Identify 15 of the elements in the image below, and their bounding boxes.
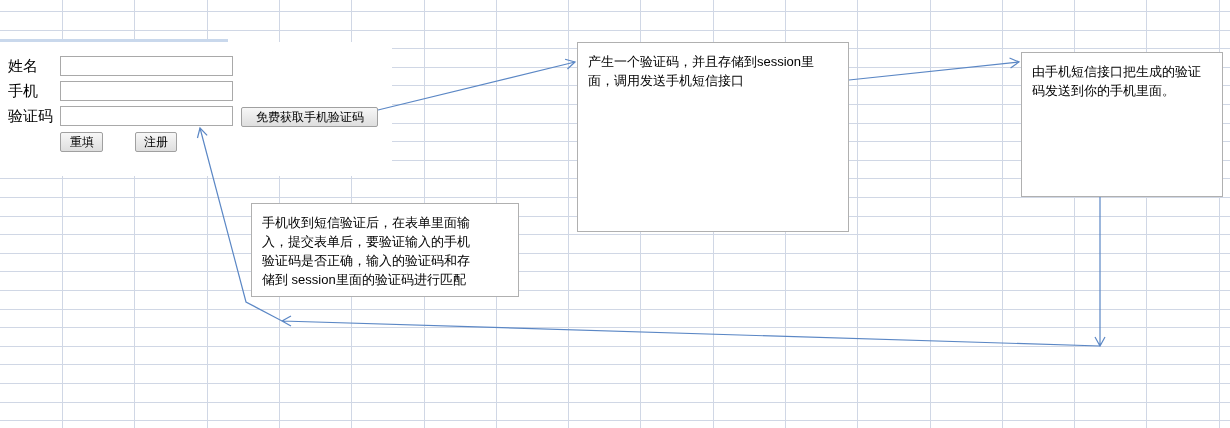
register-button: 注册	[135, 132, 177, 152]
field-label: 姓名	[8, 57, 38, 76]
arrow	[196, 127, 1106, 348]
input-field	[60, 106, 233, 126]
reset-button: 重填	[60, 132, 103, 152]
text-box: 产生一个验证码，并且存储到session里面，调用发送手机短信接口	[577, 42, 849, 232]
text-box: 由手机短信接口把生成的验证码发送到你的手机里面。	[1021, 52, 1223, 197]
note-box: 手机收到短信验证后，在表单里面输入，提交表单后，要验证输入的手机验证码是否正确，输入的验证码和存储到 session里面的验证码进行匹配	[251, 203, 519, 297]
field-label: 验证码	[8, 107, 53, 126]
input-field	[60, 81, 233, 101]
arrow	[848, 57, 1020, 81]
field-label: 手机	[8, 82, 38, 101]
input-field	[60, 56, 233, 76]
arrow	[377, 58, 576, 111]
get-code-button: 免费获取手机验证码	[241, 107, 378, 127]
